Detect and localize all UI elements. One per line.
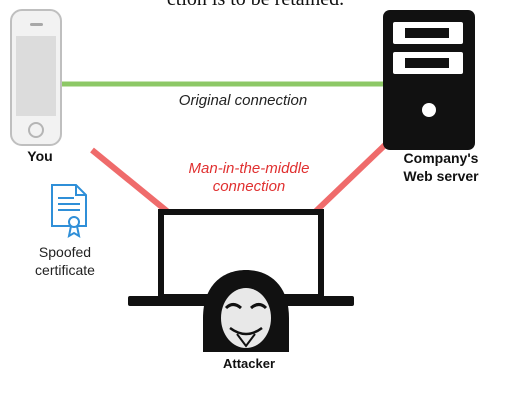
spoofed-certificate-line2: certificate [35, 262, 95, 278]
mitm-connection-label: Man-in-the-middle connection [128, 160, 370, 196]
original-connection-label: Original connection [178, 92, 308, 109]
truncated-caption-text: ction is to be retained. [0, 0, 511, 11]
mitm-connection-label-line1: Man-in-the-middle [188, 160, 310, 177]
web-server-label: Company's Web server [378, 149, 504, 185]
spoofed-certificate-line1: Spoofed [38, 244, 92, 260]
hacker-icon [203, 270, 289, 352]
certificate-icon [51, 184, 87, 239]
spoofed-certificate-label: Spoofed certificate [20, 243, 110, 279]
mitm-connection-label-line2: connection [212, 178, 286, 195]
server-icon [383, 10, 475, 150]
mitm-line-server-attacker [312, 142, 388, 215]
attacker-label: Attacker [222, 356, 276, 371]
web-server-label-line2: Web server [403, 168, 479, 184]
mitm-line-you-attacker [90, 147, 170, 215]
you-label: You [27, 148, 53, 164]
web-server-label-line1: Company's [403, 150, 479, 166]
smartphone-icon [10, 9, 62, 146]
